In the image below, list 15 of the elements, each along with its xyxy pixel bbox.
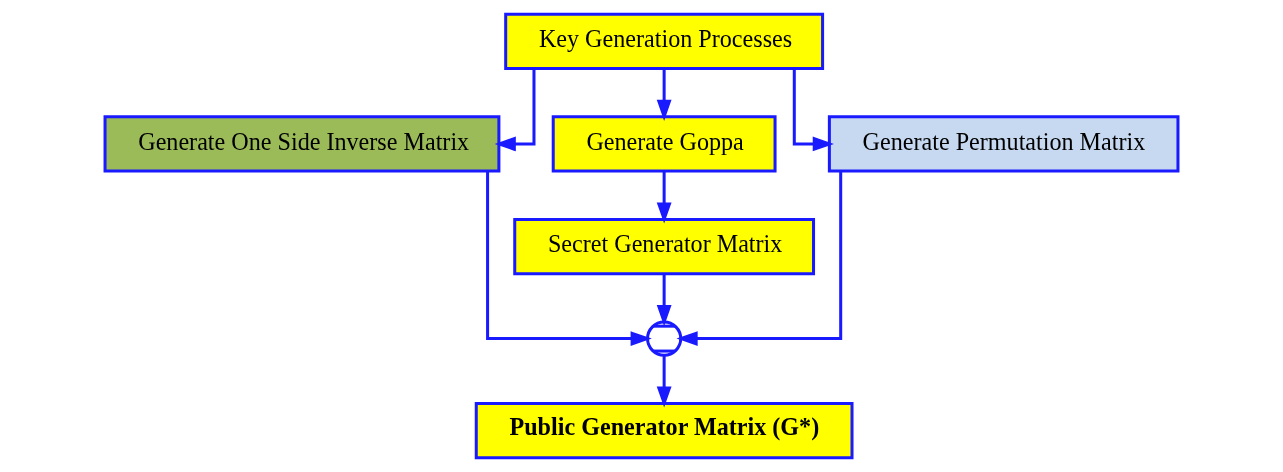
node-box: Key Generation Processes [504, 12, 825, 70]
node-box: Generate One Side Inverse Matrix [103, 115, 501, 173]
node-box: Generate Goppa [551, 115, 777, 173]
node-box: Public Generator Matrix (G*) [474, 402, 854, 460]
arrow [656, 68, 672, 121]
arrow [656, 355, 672, 408]
node-circle [646, 320, 683, 357]
arrow [656, 171, 672, 224]
arrow [494, 68, 536, 152]
node-box: Generate Permutation Matrix [827, 115, 1180, 173]
arrow [676, 171, 843, 347]
node-box: Secret Generator Matrix [513, 217, 816, 276]
arrow [792, 68, 834, 152]
arrow [486, 171, 652, 347]
arrow [656, 274, 672, 327]
